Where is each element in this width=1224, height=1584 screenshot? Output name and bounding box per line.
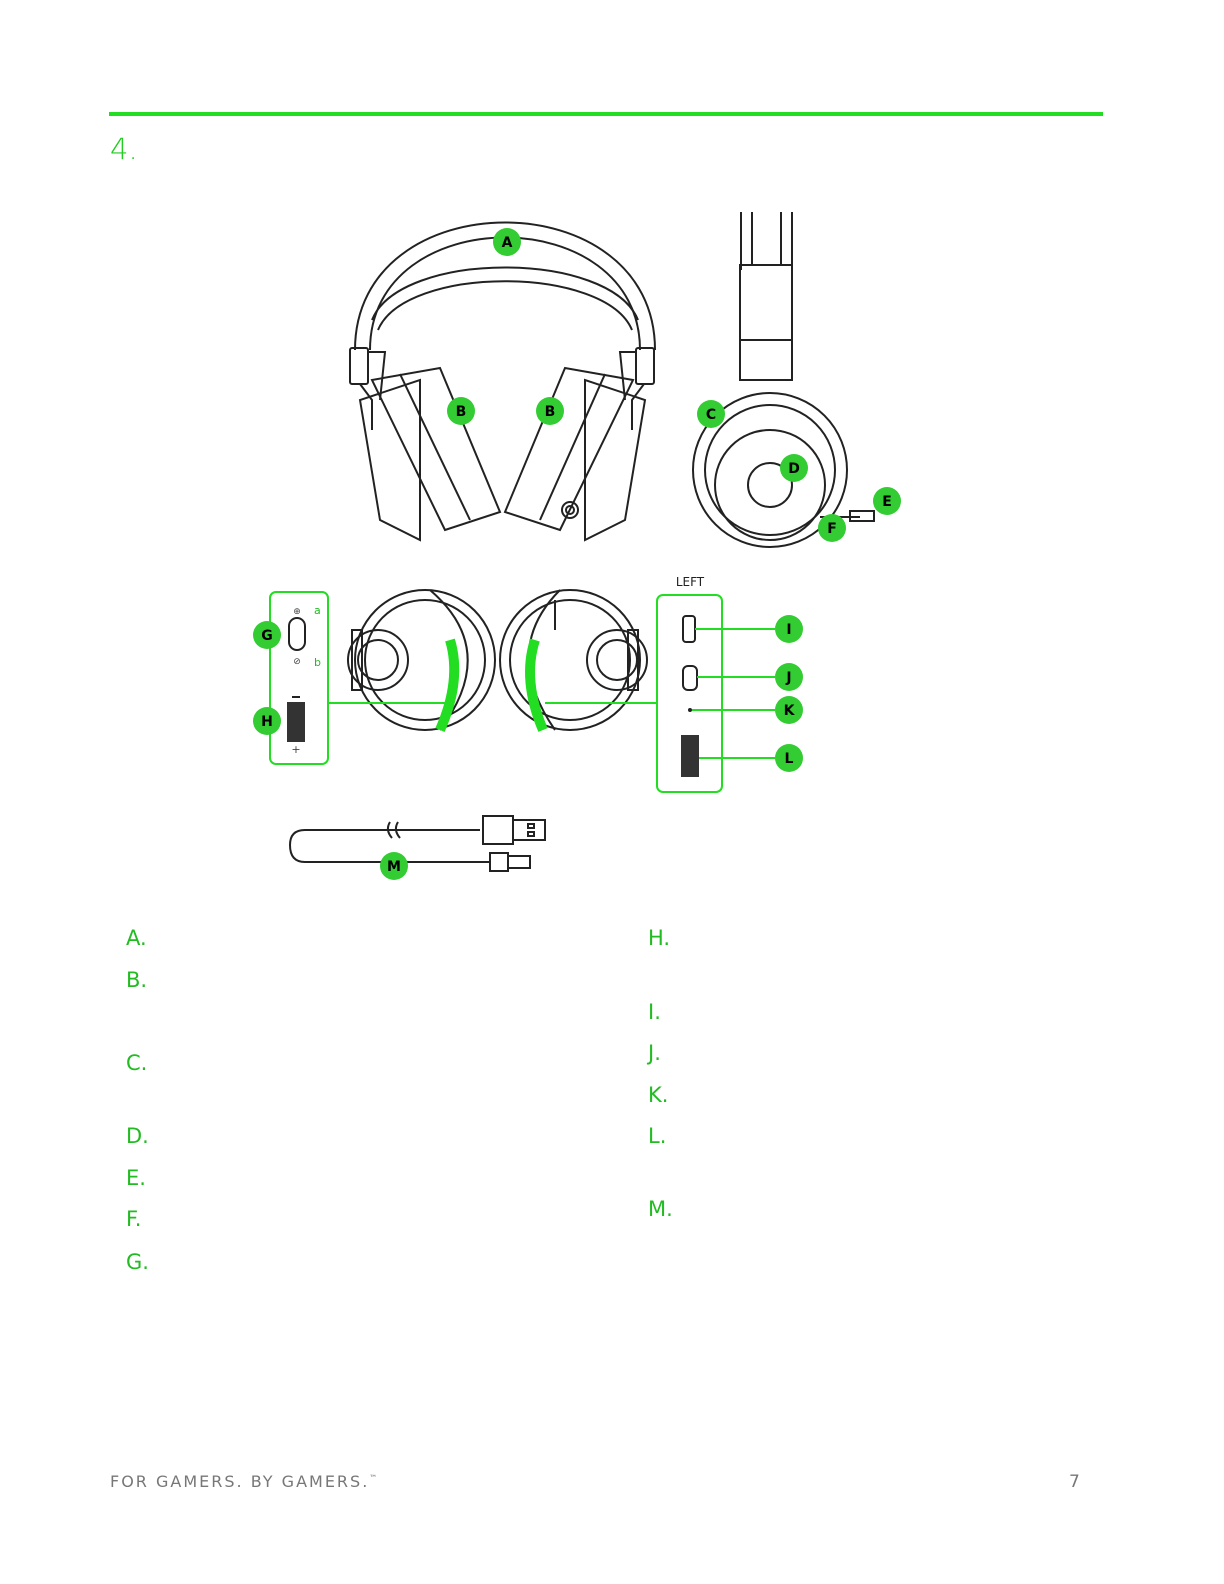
- legend-item-j: J.: [648, 1041, 661, 1065]
- footer-tagline: FOR GAMERS. BY GAMERS.™: [110, 1472, 377, 1491]
- callout-m: M: [387, 859, 401, 875]
- switch-position-b: b: [314, 656, 321, 669]
- callout-k: K: [784, 703, 796, 719]
- callout-l: L: [785, 751, 794, 767]
- section-number: 4.: [110, 132, 138, 166]
- svg-text:+: +: [291, 743, 300, 756]
- page-number: 7: [1069, 1472, 1080, 1492]
- bottom-right-cup: [499, 589, 641, 731]
- legend-item-h: H.: [648, 926, 671, 950]
- callout-e: E: [882, 494, 892, 510]
- callout-c: C: [706, 407, 716, 423]
- svg-text:⊕: ⊕: [293, 607, 301, 617]
- headband-outline: [354, 221, 656, 351]
- callout-b-right: B: [545, 404, 556, 420]
- callout-j: J: [785, 670, 791, 686]
- legend-item-a: A.: [126, 926, 147, 950]
- legend-item-i: I.: [648, 1000, 661, 1024]
- bottom-left-cup: [354, 589, 496, 731]
- side-ear-cup: [692, 392, 848, 548]
- legend-item-k: K.: [648, 1083, 669, 1107]
- footer-tagline-text: FOR GAMERS. BY GAMERS.: [110, 1472, 370, 1491]
- callout-h: H: [261, 714, 273, 730]
- headset-diagram: ⊕ ⊘ a b + LEFT A B B C D E F G H I J K L…: [253, 212, 901, 880]
- callout-b-left: B: [456, 404, 467, 420]
- callout-a: A: [502, 235, 513, 251]
- legend-item-b: B.: [126, 968, 148, 992]
- trademark-symbol: ™: [369, 1473, 378, 1483]
- left-ear-cup: [358, 378, 421, 542]
- left-side-label: LEFT: [676, 575, 705, 589]
- legend-item-f: F.: [126, 1207, 142, 1231]
- usb-cable: [288, 829, 490, 863]
- right-ear-cup: [584, 378, 647, 542]
- callout-i: I: [786, 622, 791, 638]
- legend-item-c: C.: [126, 1051, 148, 1075]
- side-headband: [740, 212, 793, 270]
- legend-item-e: E.: [126, 1166, 146, 1190]
- callout-d: D: [788, 461, 800, 477]
- switch-position-a: a: [314, 604, 321, 617]
- callout-markers: A B B C D E F G H I J K L M: [253, 228, 901, 880]
- header-rule: [109, 112, 1103, 116]
- legend-item-l: L.: [648, 1124, 667, 1148]
- right-control-panel: [656, 594, 723, 793]
- callout-f: F: [827, 521, 837, 537]
- left-control-panel: [269, 591, 329, 765]
- callout-g: G: [261, 628, 273, 644]
- legend-item-d: D.: [126, 1124, 149, 1148]
- legend-item-m: M.: [648, 1197, 673, 1221]
- svg-text:⊘: ⊘: [293, 657, 301, 667]
- legend-item-g: G.: [126, 1250, 149, 1274]
